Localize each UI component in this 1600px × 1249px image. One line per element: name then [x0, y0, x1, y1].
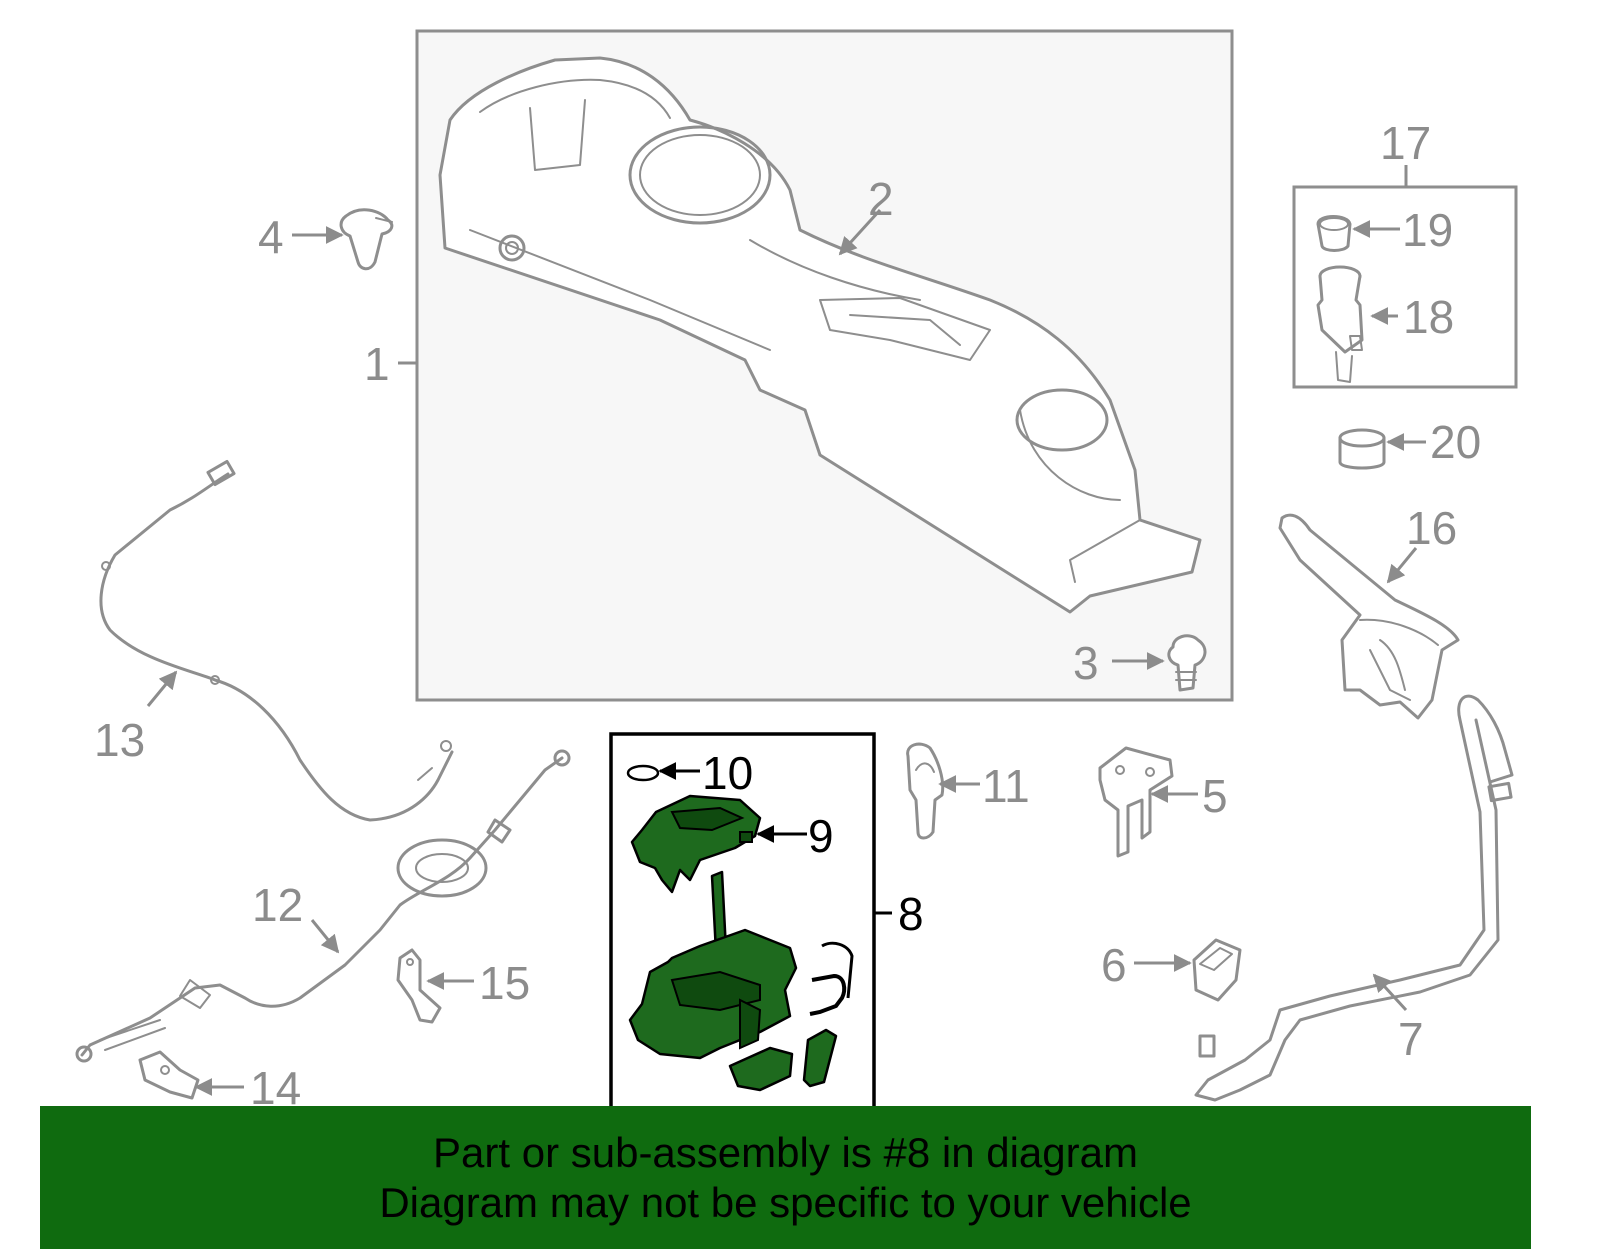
callout-6: 6	[1101, 939, 1127, 991]
callout-10: 10	[702, 747, 753, 799]
callout-12: 12	[252, 879, 303, 931]
callout-11: 11	[982, 760, 1030, 812]
part-8-shifter-assembly[interactable]	[628, 870, 854, 1092]
banner-line-1: Part or sub-assembly is #8 in diagram	[433, 1128, 1138, 1176]
callout-7: 7	[1398, 1013, 1424, 1065]
callout-16: 16	[1406, 502, 1457, 554]
callout-8: 8	[898, 888, 924, 940]
callout-4: 4	[258, 211, 284, 263]
callout-3: 3	[1073, 637, 1099, 689]
part-20-cup[interactable]	[1338, 428, 1386, 470]
part-19-cap[interactable]	[1316, 215, 1352, 252]
part-2-center-console[interactable]	[438, 56, 1202, 614]
part-18-socket[interactable]	[1316, 265, 1364, 383]
callout-20: 20	[1430, 416, 1481, 468]
callout-14: 14	[250, 1062, 301, 1114]
callout-5: 5	[1202, 770, 1228, 822]
part-5-bracket[interactable]	[1098, 746, 1174, 858]
part-10-ring[interactable]	[626, 764, 660, 782]
part-15-bracket[interactable]	[396, 948, 442, 1024]
callout-2: 2	[868, 173, 894, 225]
part-14-bracket[interactable]	[138, 1050, 200, 1100]
part-11-knob[interactable]	[906, 742, 945, 840]
callout-13: 13	[94, 714, 145, 766]
part-4-clip[interactable]	[339, 208, 394, 271]
callout-9: 9	[808, 810, 834, 862]
part-3-push-clip[interactable]	[1167, 634, 1207, 692]
banner-line-2: Diagram may not be specific to your vehi…	[379, 1178, 1192, 1226]
callout-19: 19	[1402, 204, 1453, 256]
callout-18: 18	[1403, 291, 1454, 343]
part-16-boot[interactable]	[1278, 513, 1460, 720]
callout-labels: 1 2 3 4 5 6 7 8 9 10 11 12 13 14 15 16 1…	[94, 117, 1481, 1114]
part-12-cable[interactable]	[75, 749, 571, 1063]
part-6-switch[interactable]	[1192, 938, 1242, 1002]
leader-lines	[146, 208, 1426, 1096]
part-7-harness[interactable]	[1194, 694, 1514, 1102]
callout-17: 17	[1380, 117, 1431, 169]
callout-1: 1	[364, 338, 390, 390]
callout-15: 15	[479, 957, 530, 1009]
info-banner: Part or sub-assembly is #8 in diagram Di…	[40, 1106, 1531, 1249]
part-13-cable[interactable]	[99, 459, 454, 822]
part-9-indicator-panel[interactable]	[630, 794, 762, 894]
